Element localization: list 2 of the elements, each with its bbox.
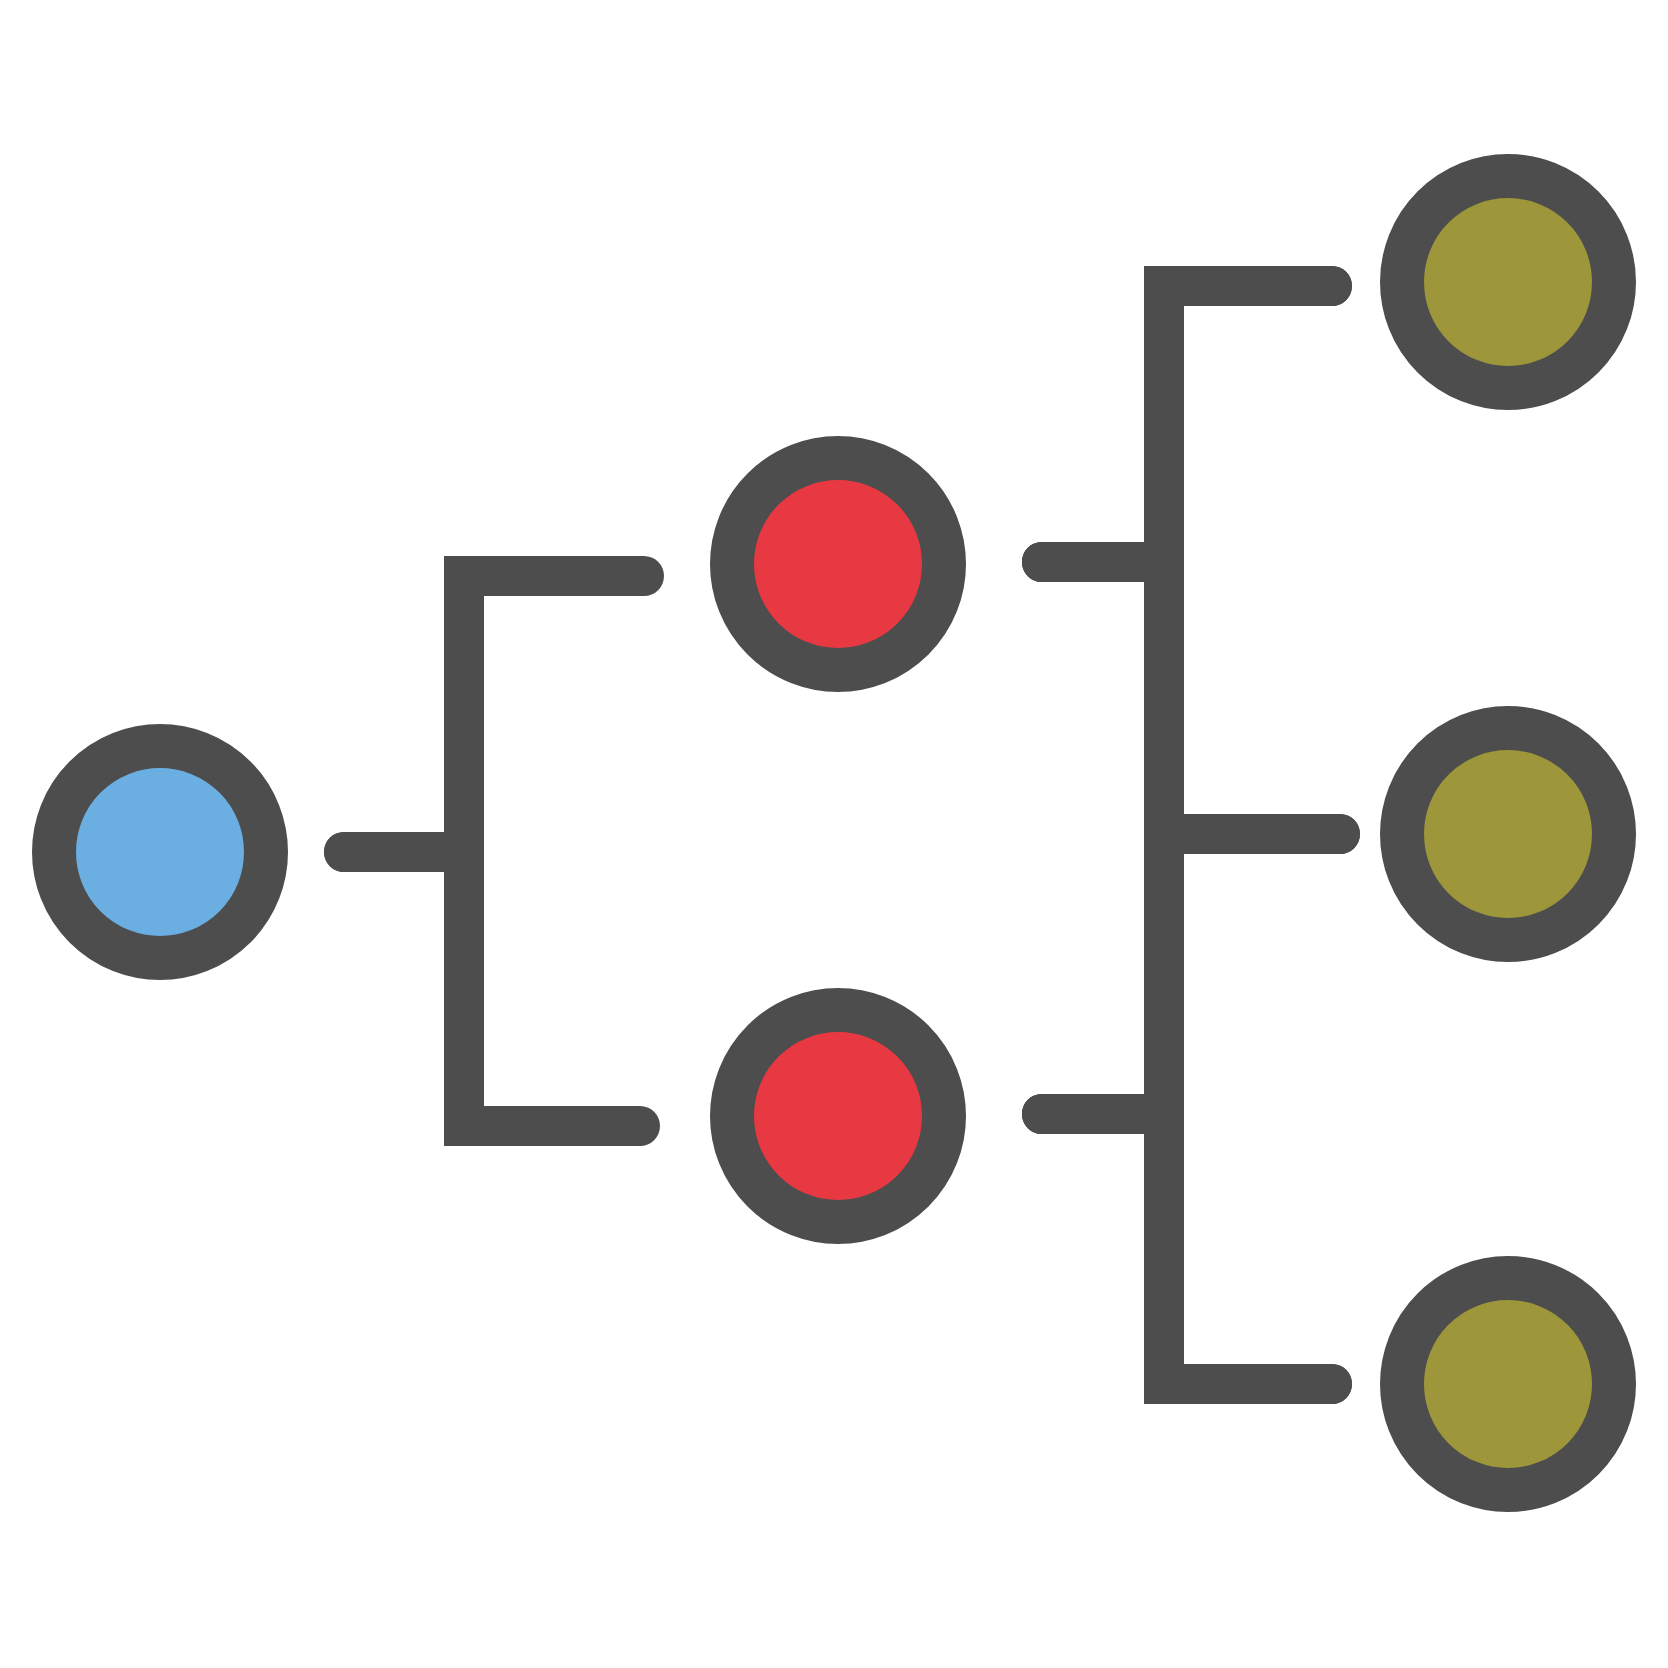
connector-line <box>324 832 660 1146</box>
connector-line <box>1022 1094 1352 1404</box>
